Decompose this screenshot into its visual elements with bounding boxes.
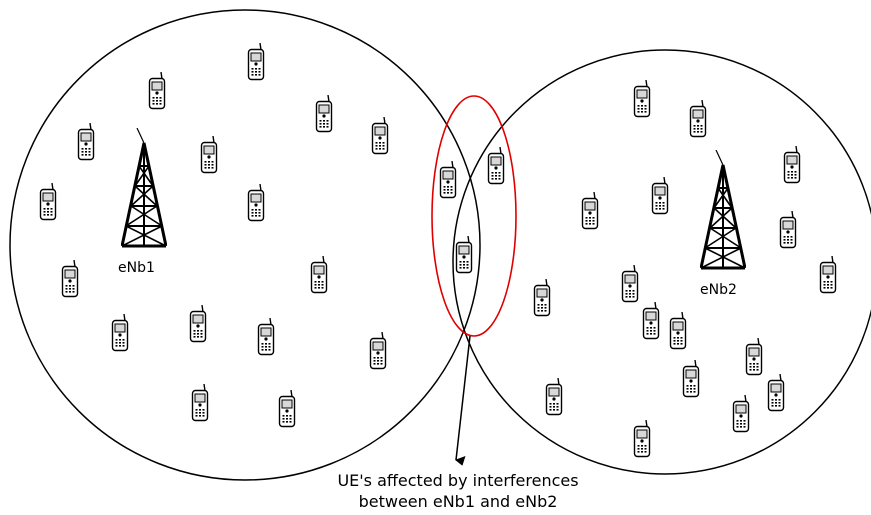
mobile-phone-icon (61, 260, 79, 298)
mobile-phone-icon (767, 374, 785, 412)
mobile-phone-icon (310, 256, 328, 294)
mobile-phone-icon (533, 279, 551, 317)
callout-arrow (455, 335, 471, 466)
cell-coverage-enb2 (452, 49, 871, 475)
antenna-tower-icon (121, 128, 167, 248)
mobile-phone-icon (581, 192, 599, 230)
mobile-phone-icon (77, 123, 95, 161)
mobile-phone-icon (371, 117, 389, 155)
mobile-phone-icon (642, 302, 660, 340)
cell-label-enb2: eNb2 (700, 282, 737, 298)
mobile-phone-icon (689, 100, 707, 138)
mobile-phone-icon (247, 43, 265, 81)
mobile-phone-icon (369, 332, 387, 370)
mobile-phone-icon (191, 384, 209, 422)
mobile-phone-icon (278, 390, 296, 428)
caption-line-2: between eNb1 and eNb2 (359, 492, 558, 511)
mobile-phone-icon (732, 395, 750, 433)
mobile-phone-icon (455, 236, 473, 274)
mobile-phone-icon (315, 95, 333, 133)
mobile-phone-icon (651, 177, 669, 215)
mobile-phone-icon (633, 80, 651, 118)
antenna-tower-icon (700, 150, 746, 270)
mobile-phone-icon (257, 318, 275, 356)
mobile-phone-icon (439, 161, 457, 199)
cell-coverage-enb1 (9, 9, 481, 481)
mobile-phone-icon (633, 420, 651, 458)
mobile-phone-icon (247, 184, 265, 222)
mobile-phone-icon (545, 378, 563, 416)
mobile-phone-icon (487, 147, 505, 185)
mobile-phone-icon (819, 256, 837, 294)
mobile-phone-icon (621, 265, 639, 303)
mobile-phone-icon (148, 72, 166, 110)
mobile-phone-icon (682, 360, 700, 398)
mobile-phone-icon (200, 136, 218, 174)
mobile-phone-icon (111, 314, 129, 352)
mobile-phone-icon (745, 338, 763, 376)
mobile-phone-icon (189, 305, 207, 343)
cell-label-enb1: eNb1 (118, 260, 155, 276)
mobile-phone-icon (779, 211, 797, 249)
mobile-phone-icon (39, 183, 57, 221)
caption-line-1: UE's affected by interferences (337, 471, 578, 490)
mobile-phone-icon (669, 312, 687, 350)
interference-zone-highlight (431, 95, 517, 337)
mobile-phone-icon (783, 146, 801, 184)
